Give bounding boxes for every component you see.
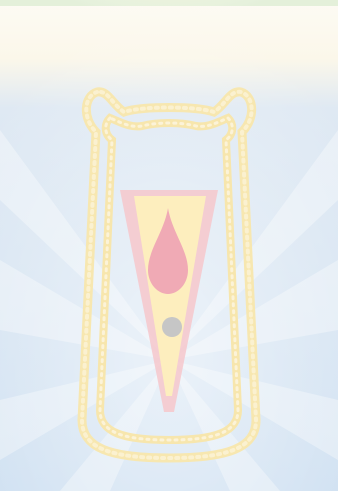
apex-dot xyxy=(162,317,182,337)
